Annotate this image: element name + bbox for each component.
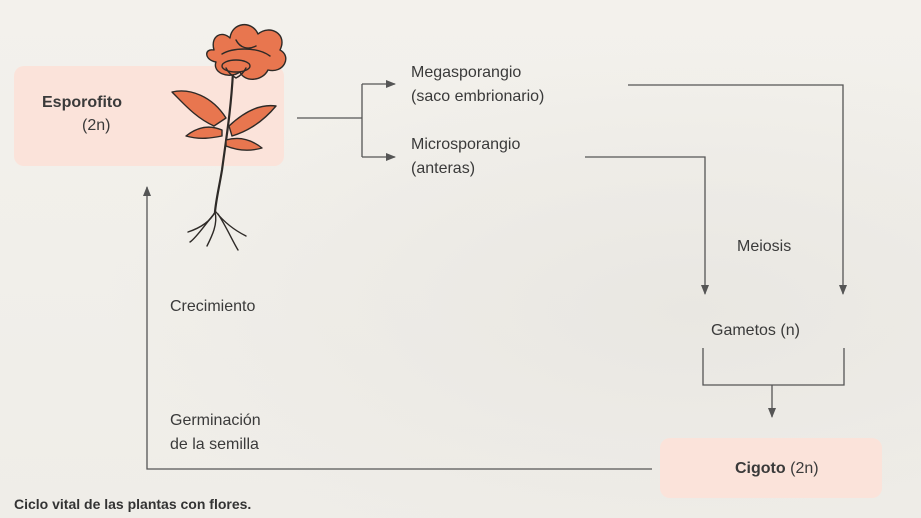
sporophyte-label: Esporofito xyxy=(42,92,122,113)
gametes-bracket xyxy=(703,348,844,385)
sporophyte-ploidy: (2n) xyxy=(82,115,110,136)
flowering-plant-illustration xyxy=(172,25,286,250)
micro-to-gametes-line xyxy=(585,157,705,294)
germination-label-line2: de la semilla xyxy=(170,434,259,455)
gametes-label: Gametos (n) xyxy=(711,320,800,341)
growth-label: Crecimiento xyxy=(170,296,255,317)
microsporangium-label: Microsporangio xyxy=(411,134,520,155)
megasporangium-label: Megasporangio xyxy=(411,62,521,83)
microsporangium-detail: (anteras) xyxy=(411,158,475,179)
zygote-label: Cigoto (2n) xyxy=(735,458,819,479)
figure-caption: Ciclo vital de las plantas con flores. xyxy=(14,496,251,512)
germination-label-line1: Germinación xyxy=(170,410,261,431)
megasporangium-detail: (saco embrionario) xyxy=(411,86,544,107)
zygote-name: Cigoto xyxy=(735,460,786,477)
mega-to-gametes-line xyxy=(628,85,843,294)
zygote-ploidy: (2n) xyxy=(790,460,818,477)
meiosis-label: Meiosis xyxy=(737,236,791,257)
